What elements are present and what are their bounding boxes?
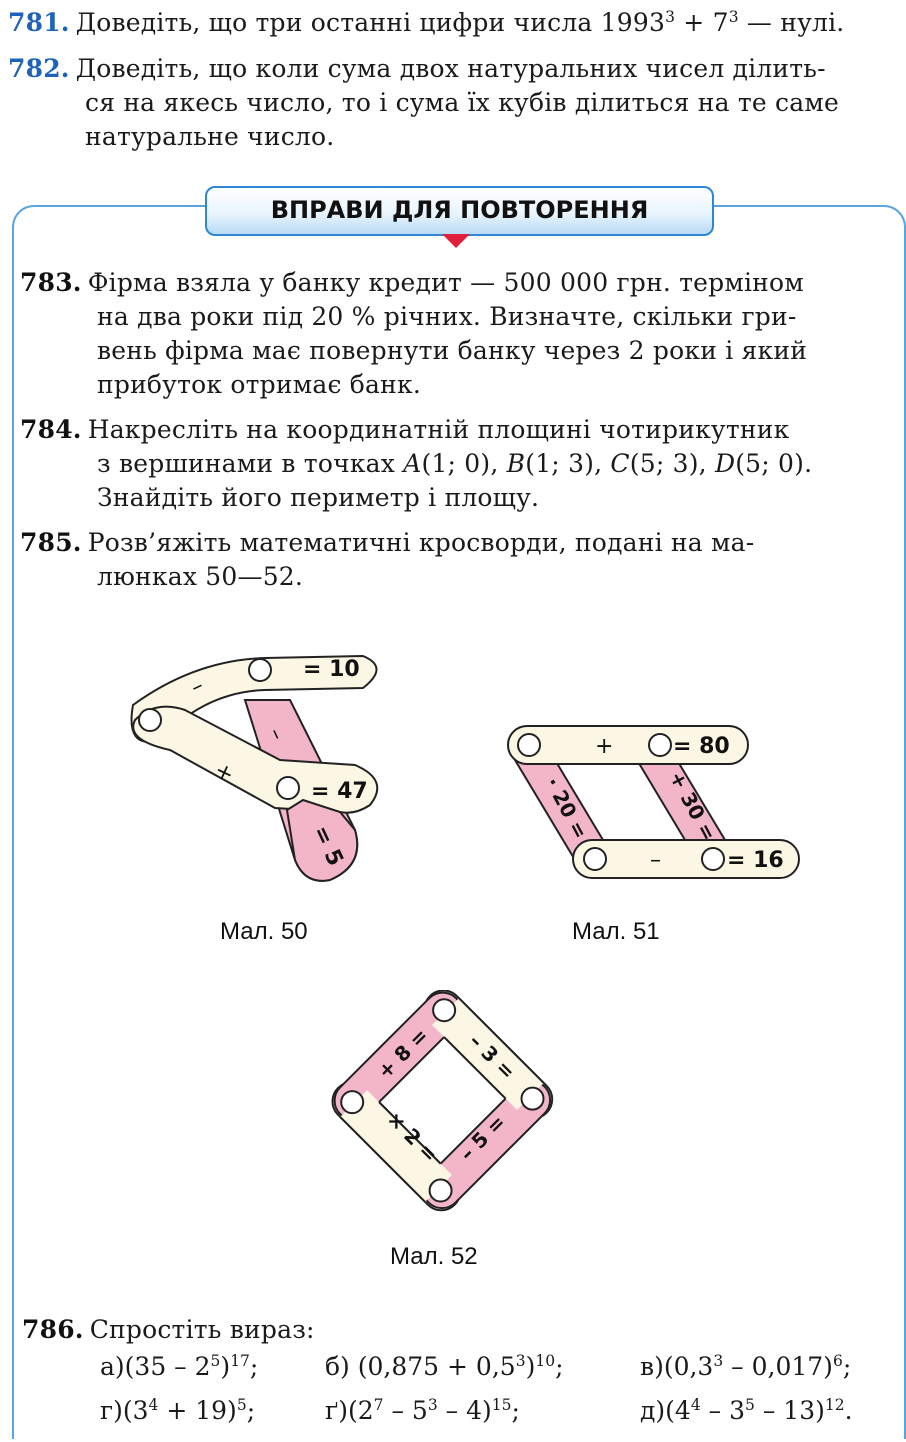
figure-52-caption: Мал. 52 (390, 1243, 478, 1270)
circle-input[interactable] (583, 847, 607, 871)
circle-input[interactable] (517, 733, 541, 757)
figure-50: = 10 – – + = 47 = 5 (130, 654, 379, 882)
banner-arrow-icon (442, 234, 470, 248)
section-banner: ВПРАВИ ДЛЯ ПОВТОРЕННЯ (205, 186, 714, 236)
label: – (650, 848, 661, 873)
item-gg: ґ)(27 – 53 – 4)15; (325, 1396, 520, 1425)
top-band (507, 725, 749, 765)
problem-number: 785. (20, 528, 82, 557)
figure-51-caption: Мал. 51 (572, 918, 660, 945)
circle-input[interactable] (517, 1083, 548, 1114)
circle-input[interactable] (425, 1175, 456, 1206)
pink-band-top (285, 798, 359, 882)
problem-783: 783.Фірма взяла у банку кредит — 500 000… (20, 268, 808, 399)
problem-number: 781. (8, 8, 70, 37)
circle-input[interactable] (701, 847, 725, 871)
circle-input[interactable] (276, 776, 300, 800)
problem-number: 782. (8, 54, 70, 83)
item-v: в)(0,33 – 0,017)6; (640, 1352, 852, 1381)
bottom-left-band (333, 991, 463, 1121)
bottom-right-band-over (340, 1090, 452, 1202)
item-b: б) (0,875 + 0,53)10; (325, 1352, 564, 1381)
problem-786: 786.Спростіть вираз: (22, 1315, 315, 1344)
item-g: г)(34 + 19)5; (100, 1396, 256, 1425)
figure-50-caption: Мал. 50 (220, 918, 308, 945)
circle-input[interactable] (429, 995, 460, 1026)
item-d: д)(44 – 35 – 13)12. (640, 1396, 853, 1425)
label: + (595, 734, 613, 759)
circle-input[interactable] (648, 733, 672, 757)
circle-input[interactable] (138, 708, 162, 732)
problem-784: 784.Накресліть на координатній площині ч… (20, 415, 813, 512)
lower-band (132, 705, 379, 814)
label: = 10 (303, 657, 360, 682)
top-left-band-over (432, 998, 544, 1110)
circle-input[interactable] (248, 658, 272, 682)
item-a: а)(35 – 25)17; (100, 1352, 259, 1381)
problem-781: 781.Доведіть, що три останні цифри числа… (8, 8, 845, 37)
bottom-band (572, 839, 800, 879)
problem-785: 785.Розв’яжіть математичні кросворди, по… (20, 528, 755, 591)
problem-number: 784. (20, 415, 82, 444)
label: = 16 (727, 848, 784, 873)
label: = 80 (673, 734, 730, 759)
problem-number: 786. (22, 1315, 84, 1344)
figure-52: + 8 = – 3 = × 2 = – 5 = (331, 990, 554, 1212)
circle-input[interactable] (337, 1087, 368, 1118)
figure-51: + = 80 · 20 = + 30 = – = 16 (507, 725, 800, 879)
label: = 47 (311, 779, 368, 804)
problem-number: 783. (20, 268, 82, 297)
top-right-band (422, 1080, 552, 1210)
problem-782: 782.Доведіть, що коли сума двох натураль… (8, 54, 839, 151)
